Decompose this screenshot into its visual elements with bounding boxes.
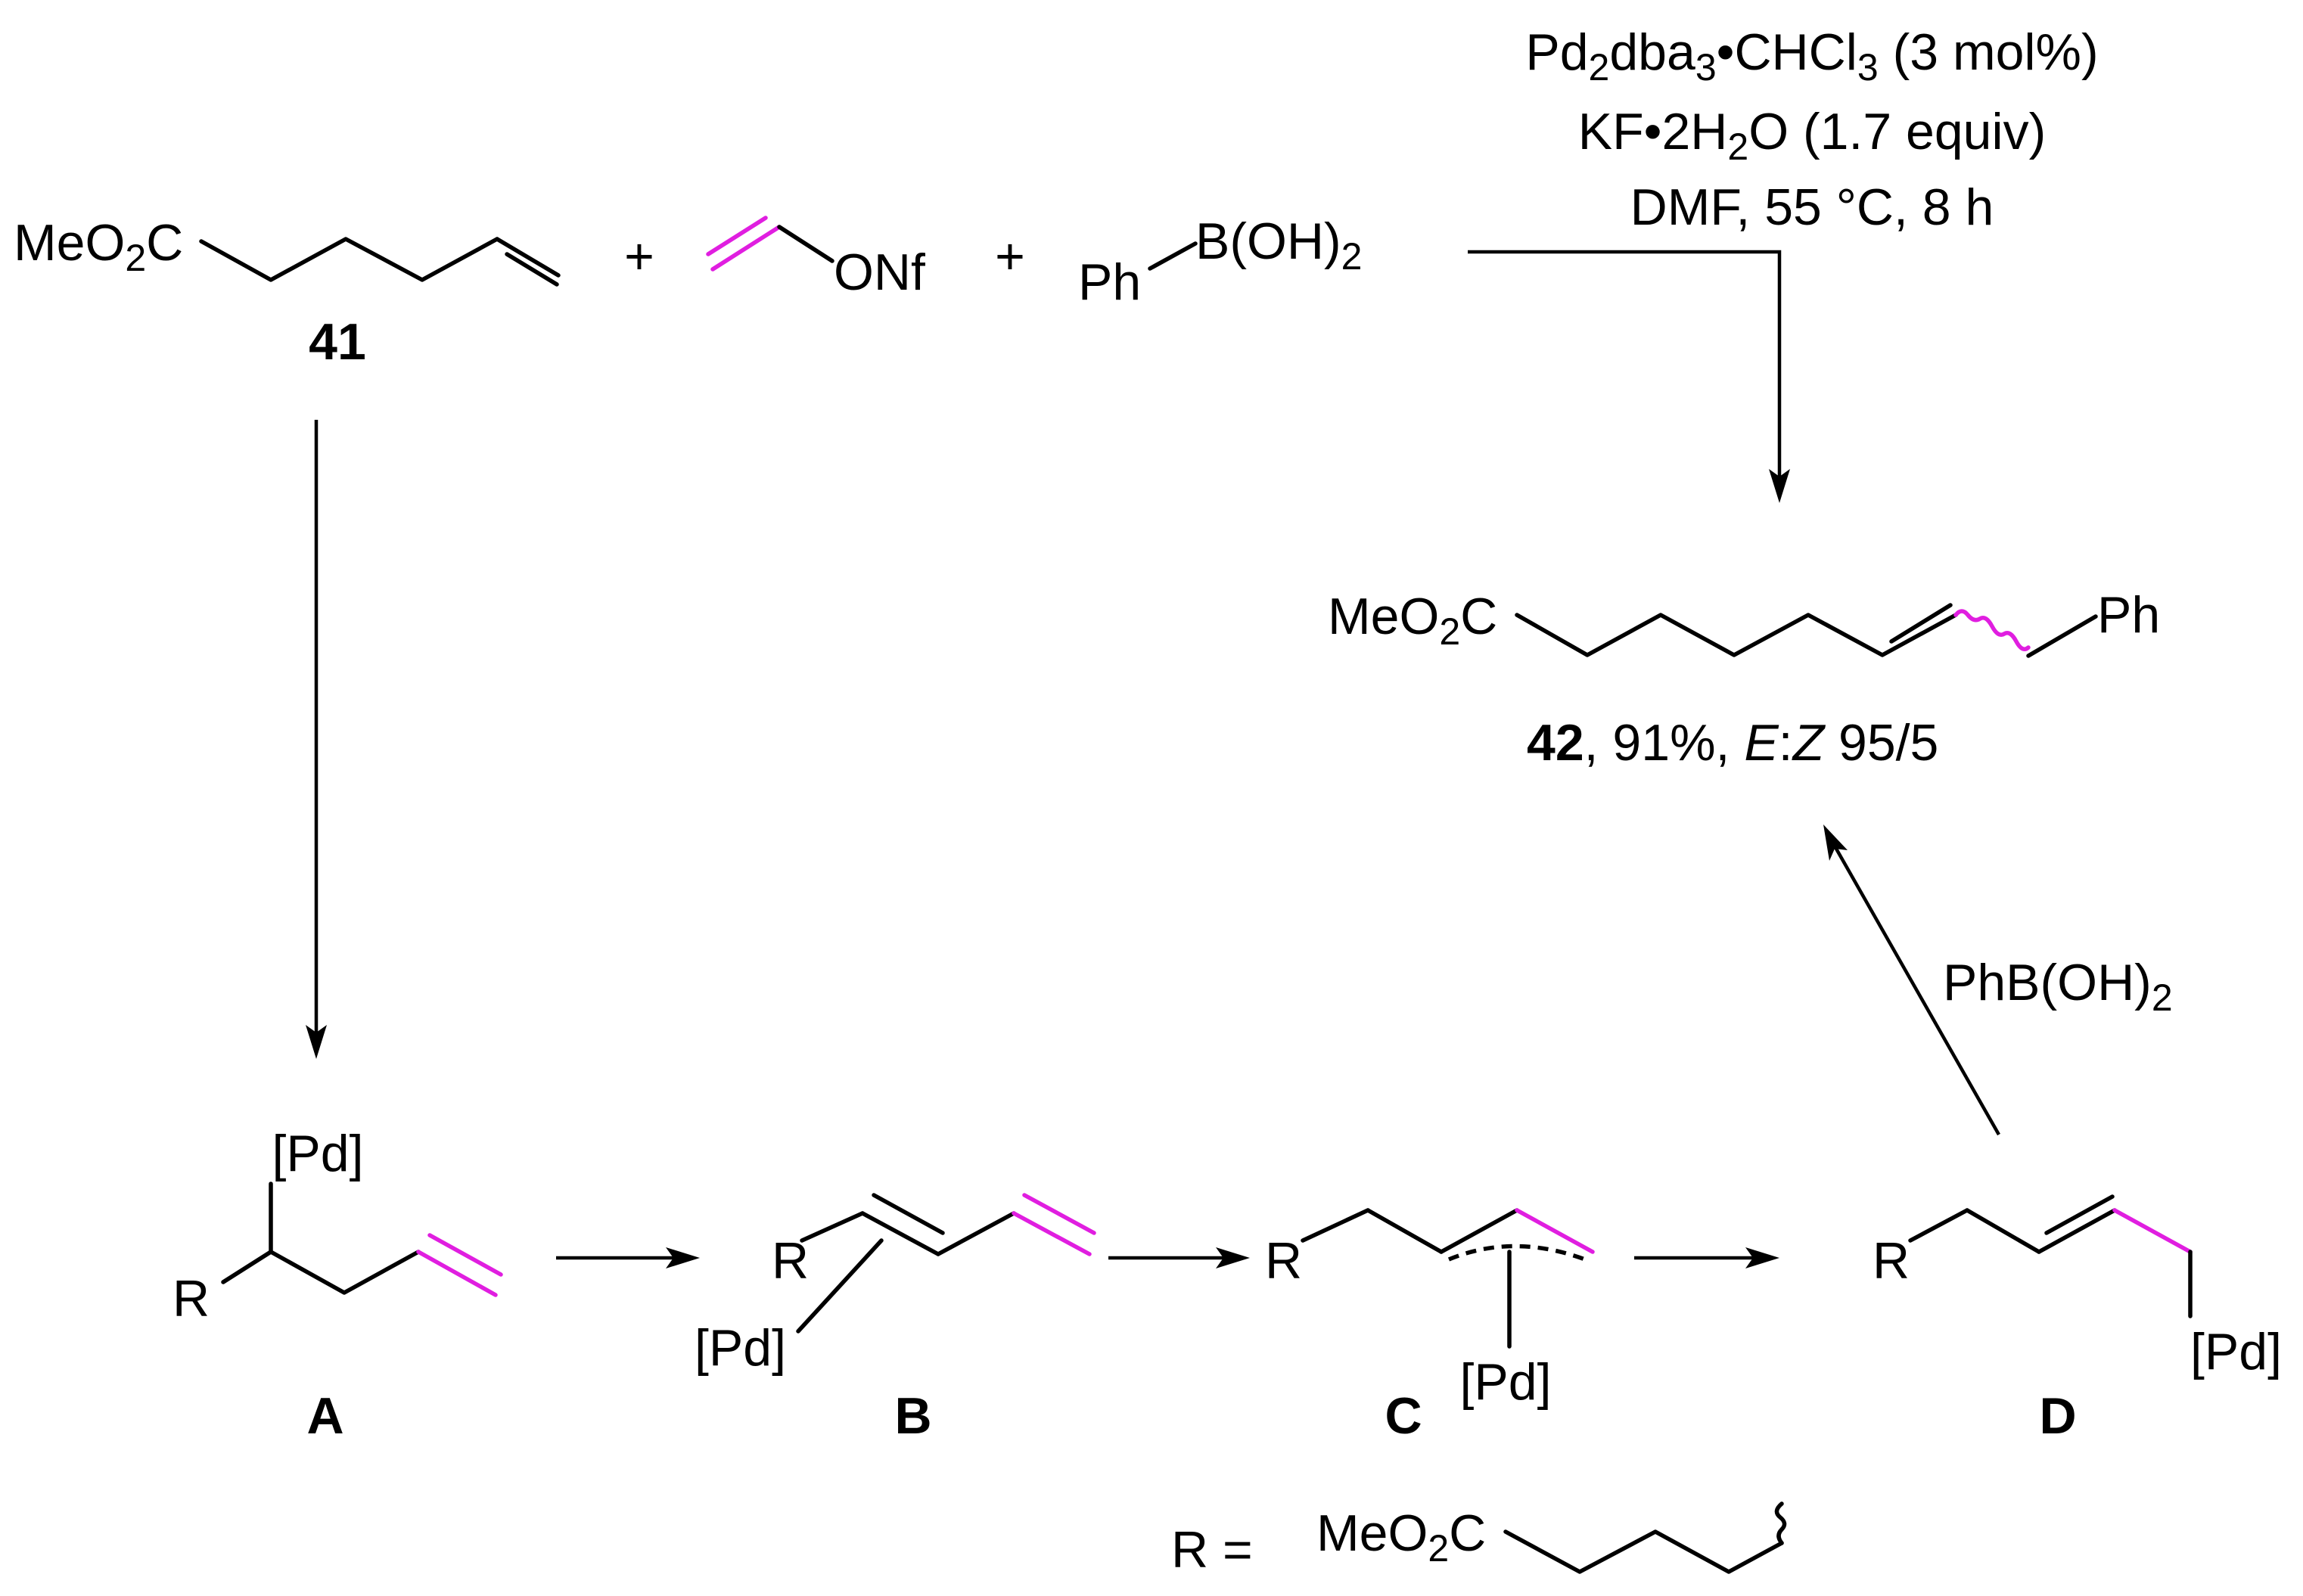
arrow-D-42-head (1823, 824, 1848, 861)
r-bond-B (800, 1211, 865, 1243)
compound-41: MeO2C 41 (14, 214, 561, 371)
intermediate-D: R [Pd] D (1873, 1194, 2282, 1445)
allyl-dashed-bond-C (1447, 1244, 1586, 1262)
vinyl-o-bond (777, 225, 834, 263)
arrow-B-C-head (1216, 1247, 1250, 1268)
r-definition-ester: MeO2C (1316, 1504, 1486, 1570)
ester-group-41: MeO2C (14, 214, 183, 279)
r-bond-D (1908, 1208, 1969, 1243)
wavy-bond-42 (1953, 609, 2031, 651)
arrow-41-to-A (306, 420, 327, 1059)
r-definition-prefix: R = (1171, 1521, 1253, 1579)
phenyl-label: Ph (1078, 253, 1141, 311)
chain-bond-C-1 (1366, 1208, 1444, 1254)
ester-group-42: MeO2C (1328, 588, 1497, 653)
benzyl-bond-42 (2026, 614, 2098, 658)
r-definition: R = MeO2C (1171, 1501, 1787, 1579)
main-reaction-arrow (1468, 250, 1790, 503)
alkene-double-bond-B (872, 1193, 945, 1235)
vinyl-double-bond (706, 216, 768, 256)
chain-bond-C-2 (1439, 1208, 1519, 1254)
pd-label-B: [Pd] (695, 1319, 786, 1377)
alkene-bond-B (860, 1211, 940, 1256)
conditions-line-2: KF•2H2O (1.7 equiv) (1578, 103, 2047, 168)
arrow-B-to-C (1108, 1247, 1250, 1268)
vinyl-bond-B (1012, 1211, 1092, 1256)
arrow-41-A-head (306, 1025, 327, 1059)
arrow-D-42-line (1832, 842, 2000, 1136)
allyl-bond-D (2112, 1208, 2193, 1254)
alkene-bond-A (416, 1250, 498, 1297)
intermediate-A: [Pd] R A (172, 1125, 503, 1445)
label-A: A (306, 1387, 343, 1445)
label-B: B (894, 1387, 931, 1445)
product-label-42: 42, 91%, E:Z 95/5 (1527, 714, 1938, 772)
conditions-line-1: Pd2dba3•CHCl3 (3 mol%) (1525, 23, 2098, 88)
reagent-phb-oh2: PhB(OH)2 (1943, 954, 2173, 1019)
alkene-double-bond-42 (1889, 603, 1953, 644)
alkene-double-bond-A (427, 1233, 503, 1277)
r-bond-A (221, 1250, 273, 1284)
main-arrow-head (1769, 469, 1790, 503)
reaction-conditions: Pd2dba3•CHCl3 (3 mol%) KF•2H2O (1.7 equi… (1525, 23, 2098, 236)
alkene-double-bond-D (2044, 1194, 2115, 1235)
arrow-D-to-42: PhB(OH)2 (1823, 824, 2173, 1136)
arrow-C-D-head (1745, 1247, 1779, 1268)
intermediate-C: R [Pd] C (1265, 1208, 1595, 1445)
chain-bonds-42 (1515, 613, 1958, 657)
boronic-acid-label: B(OH)2 (1195, 213, 1362, 278)
compound-label-41: 41 (309, 313, 366, 371)
phenylboronic-acid: Ph B(OH)2 (1078, 213, 1362, 311)
chain-bond-D (1965, 1208, 2041, 1254)
label-C: C (1385, 1387, 1422, 1445)
plus-sign-1: + (624, 228, 654, 285)
chain-bonds-41 (199, 237, 499, 282)
vinyl-bond (710, 225, 782, 272)
pd-label-D: [Pd] (2190, 1323, 2282, 1380)
alkene-bond-D (2037, 1208, 2117, 1254)
arrow-A-to-B (556, 1247, 700, 1268)
pd-bond-B (796, 1238, 884, 1334)
conditions-line-3: DMF, 55 °C, 8 h (1630, 179, 1994, 236)
ph-b-bond (1148, 241, 1198, 271)
chain-bond-B (936, 1211, 1016, 1256)
vinyl-double-bond-B (1022, 1193, 1096, 1235)
label-D: D (2039, 1387, 2076, 1445)
vinyl-nonaflate: ONf (706, 216, 925, 301)
phenyl-label-42: Ph (2097, 586, 2160, 644)
onf-group: ONf (834, 244, 925, 301)
r-label-A: R (172, 1270, 210, 1327)
chain-bonds-A (269, 1250, 421, 1295)
r-bond-C (1301, 1208, 1370, 1243)
plus-sign-2: + (995, 228, 1025, 285)
alkene-bond-41 (495, 237, 561, 278)
arrow-C-to-D (1634, 1247, 1779, 1268)
r-label-C: R (1265, 1232, 1302, 1290)
arrow-A-B-head (666, 1247, 700, 1268)
alkene-double-bond-41 (505, 252, 559, 287)
r-definition-wavy-bond (1774, 1501, 1787, 1545)
allyl-bond-C (1515, 1208, 1595, 1254)
pd-label-C: [Pd] (1460, 1353, 1552, 1411)
product-42: MeO2C Ph 42, 91%, E:Z 95/5 (1328, 586, 2160, 772)
pd-label-A: [Pd] (272, 1125, 364, 1182)
r-label-D: R (1873, 1232, 1910, 1290)
r-definition-chain (1503, 1529, 1784, 1574)
intermediate-B: R [Pd] B (695, 1193, 1096, 1445)
main-arrow-line (1468, 250, 1782, 484)
